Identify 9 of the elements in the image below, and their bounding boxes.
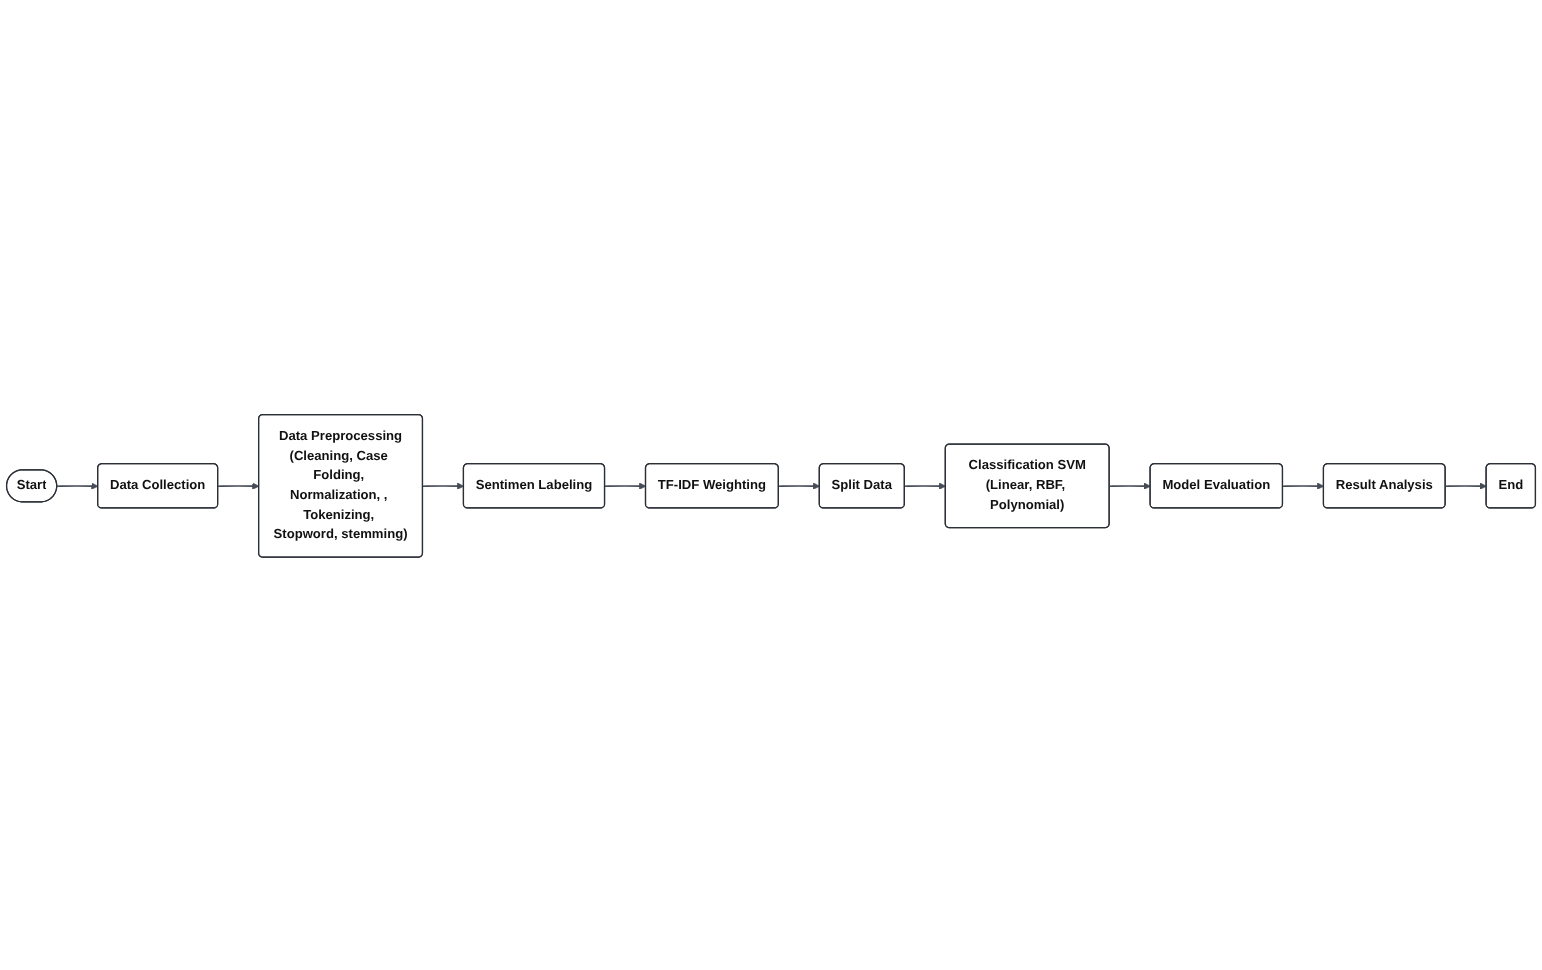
arrow — [1108, 481, 1151, 489]
arrow — [1444, 481, 1487, 489]
arrow — [777, 481, 820, 489]
arrow — [56, 481, 99, 489]
arrow — [422, 481, 465, 489]
arrow — [903, 481, 946, 489]
arrow — [217, 481, 260, 489]
arrow — [1282, 481, 1325, 489]
arrow — [604, 481, 647, 489]
